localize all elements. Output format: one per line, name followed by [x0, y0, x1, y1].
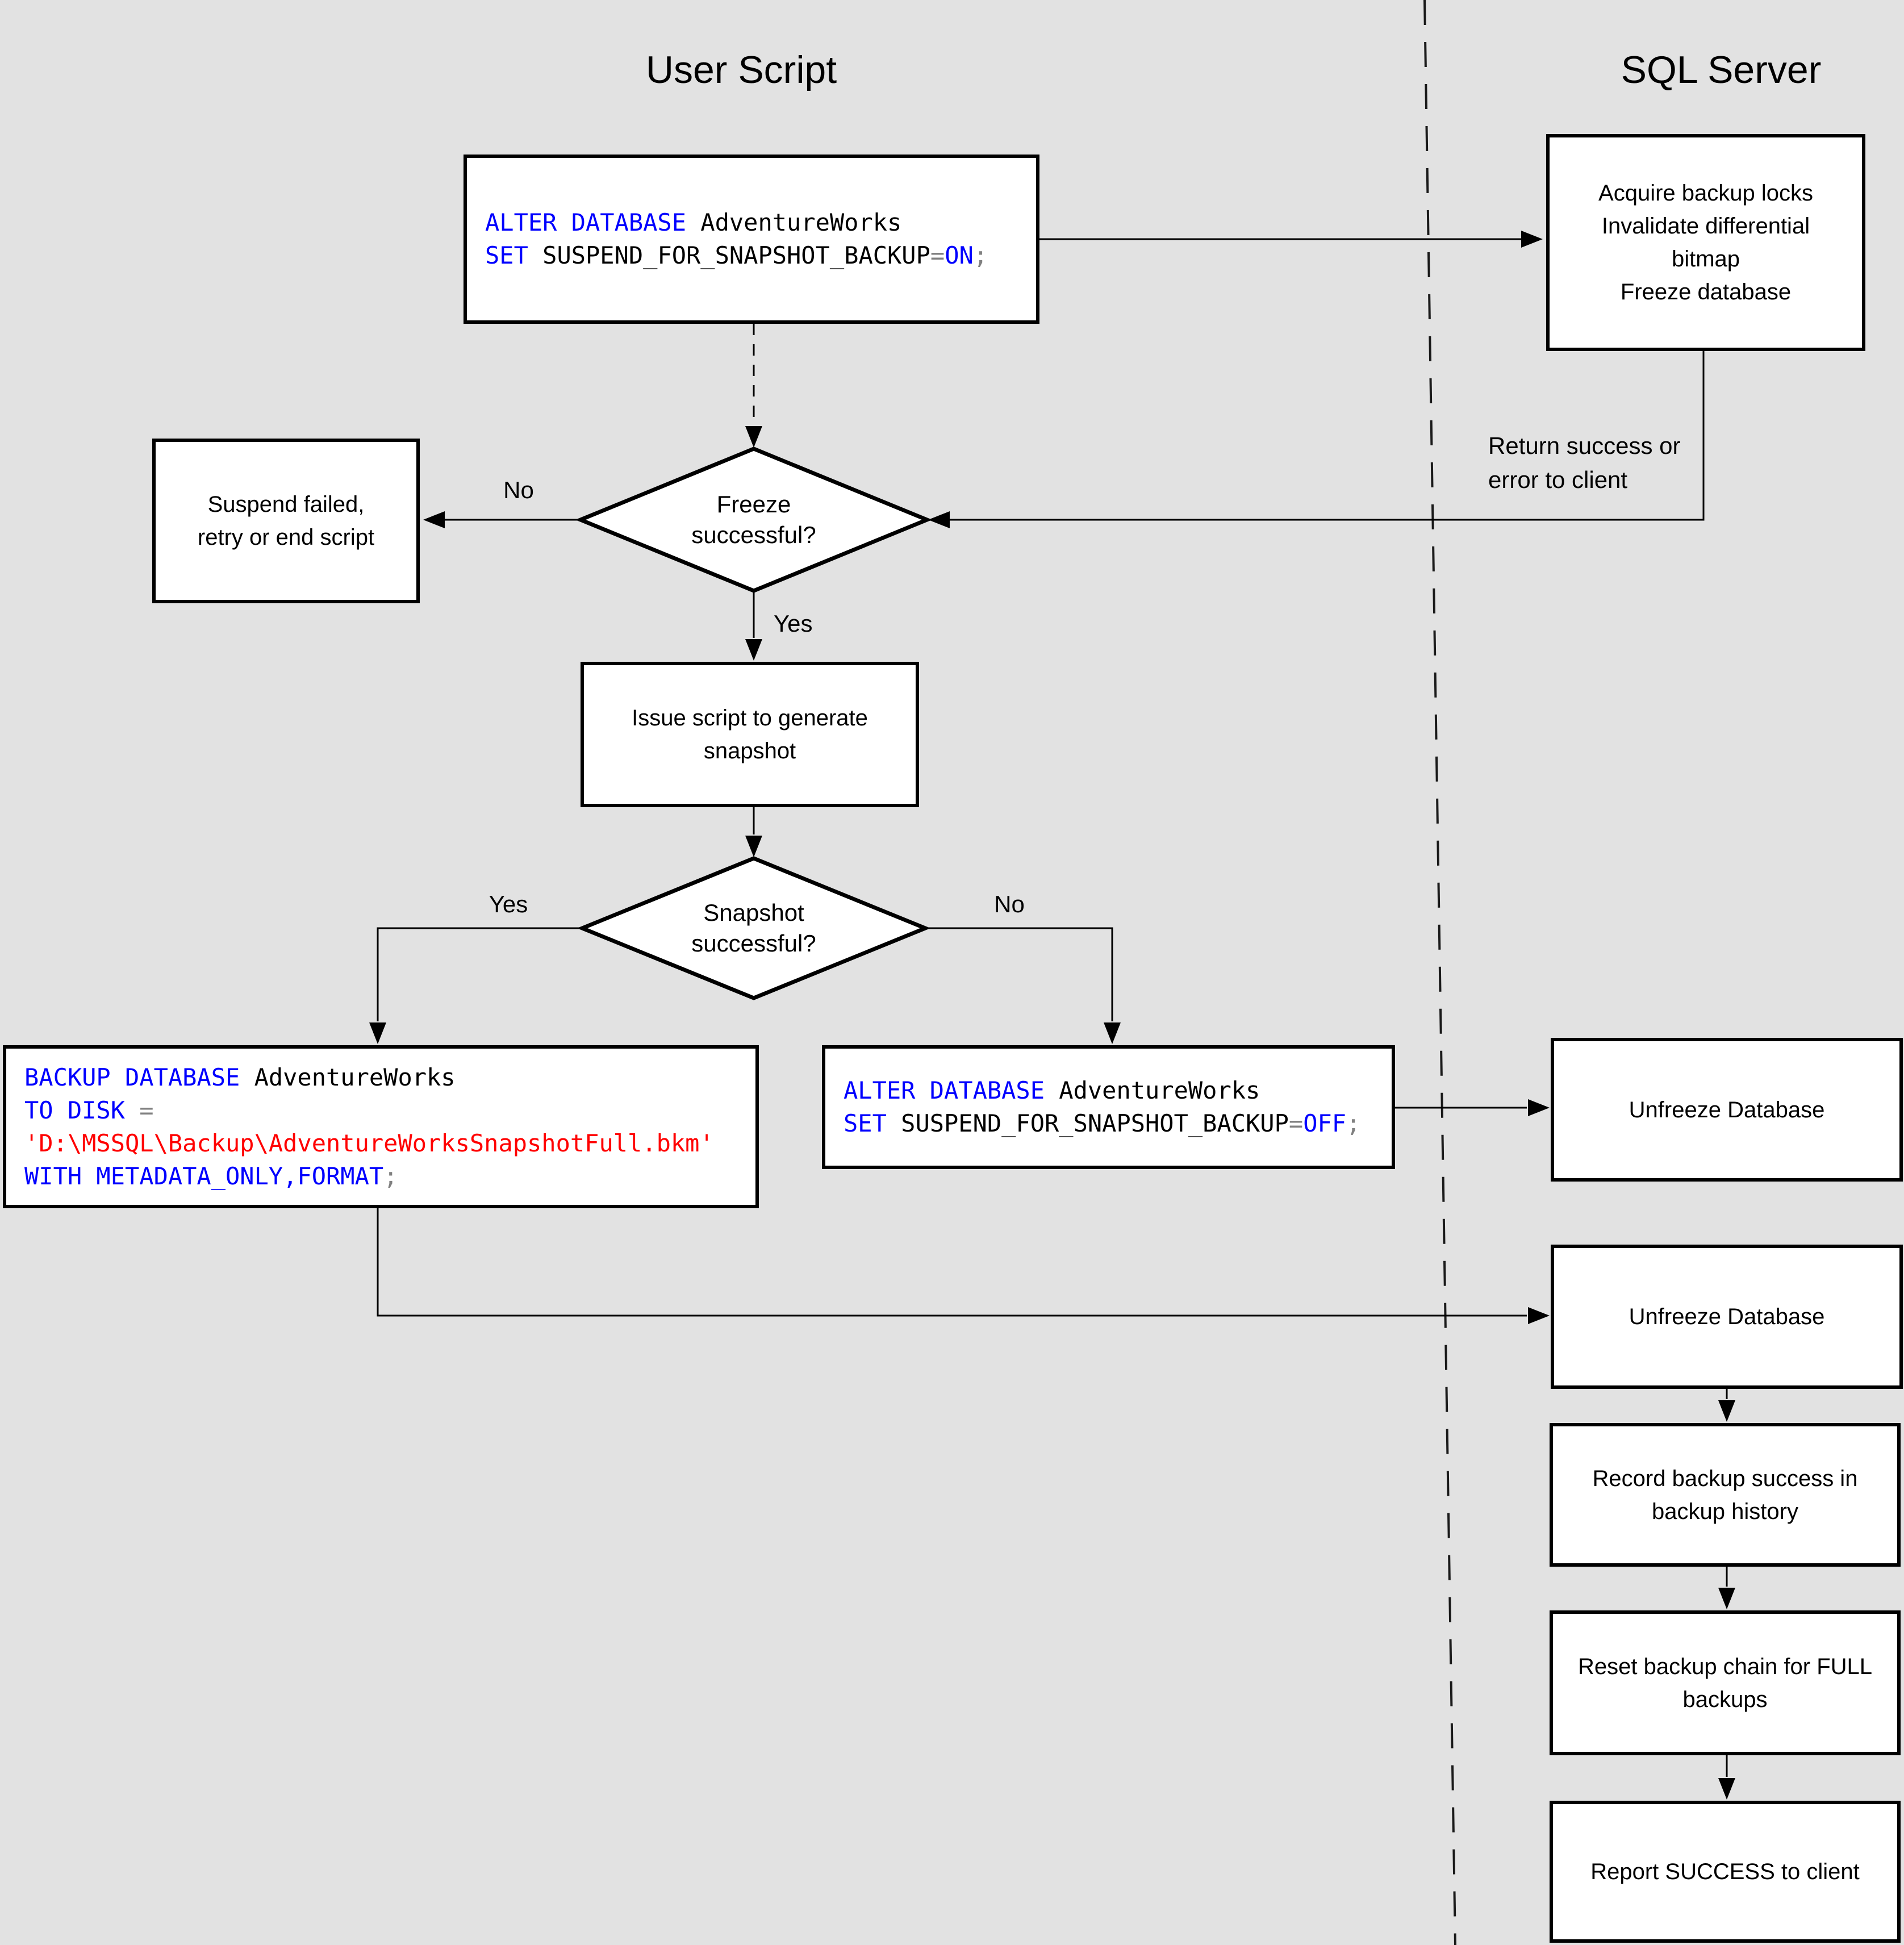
- arrow-issue-script-to-snapshot-q: [745, 807, 762, 857]
- node-unfreeze-database-2: Unfreeze Database: [1551, 1245, 1903, 1389]
- arrow-freeze-q-yes-to-issue-script: [745, 591, 762, 661]
- arrow-alter-off-to-unfreeze-1: [1395, 1099, 1550, 1116]
- arrow-snapshot-q-yes-to-backup-cmd: [369, 927, 582, 1044]
- node-issue-script-text: Issue script to generate snapshot: [632, 706, 868, 763]
- node-unfreeze-database-2-text: Unfreeze Database: [1629, 1304, 1825, 1329]
- node-suspend-failed-text: Suspend failed, retry or end script: [197, 492, 375, 550]
- node-report-success-text: Report SUCCESS to client: [1590, 1859, 1860, 1884]
- node-unfreeze-database-1-text: Unfreeze Database: [1629, 1097, 1825, 1122]
- decision-freeze-successful-shape: [575, 446, 933, 593]
- decision-snapshot-successful-text: Snapshot successful?: [691, 899, 816, 957]
- node-reset-backup-chain: Reset backup chain for FULL backups: [1550, 1610, 1901, 1755]
- edge-label-snapshot-yes: Yes: [488, 891, 528, 917]
- arrow-snapshot-q-no-to-alter-off: [925, 927, 1121, 1044]
- arrow-alter-on-to-freeze-q: [745, 324, 762, 448]
- node-record-backup-history-text: Record backup success in backup history: [1592, 1466, 1858, 1524]
- arrow-reset-to-report: [1718, 1755, 1735, 1800]
- decision-freeze-successful-text: Freeze successful?: [691, 491, 816, 548]
- node-record-backup-history: Record backup success in backup history: [1550, 1423, 1901, 1567]
- node-acquire-freeze-text: Acquire backup locks Invalidate differen…: [1598, 181, 1813, 304]
- node-unfreeze-database-1: Unfreeze Database: [1551, 1038, 1903, 1182]
- node-acquire-freeze: Acquire backup locks Invalidate differen…: [1546, 134, 1865, 351]
- node-reset-backup-chain-text: Reset backup chain for FULL backups: [1577, 1654, 1873, 1712]
- column-title-user-script: User Script: [645, 48, 837, 91]
- arrow-acquire-to-freeze-q: [928, 351, 1705, 528]
- client-server-separator: [1423, 0, 1456, 1945]
- node-issue-script: Issue script to generate snapshot: [581, 662, 919, 807]
- edge-label-freeze-no: No: [503, 477, 534, 503]
- arrow-unfreeze-2-to-record: [1718, 1389, 1735, 1422]
- arrow-alter-on-to-acquire: [1039, 231, 1543, 248]
- node-report-success: Report SUCCESS to client: [1550, 1801, 1901, 1943]
- edge-label-snapshot-no: No: [994, 891, 1025, 917]
- node-suspend-failed: Suspend failed, retry or end script: [152, 439, 420, 603]
- edge-label-freeze-yes: Yes: [774, 610, 813, 637]
- arrow-backup-cmd-to-unfreeze-2: [377, 1208, 1550, 1324]
- column-title-sql-server: SQL Server: [1621, 48, 1822, 91]
- arrow-record-to-reset: [1718, 1567, 1735, 1609]
- edge-label-return-note: Return success or error to client: [1488, 432, 1681, 493]
- arrow-freeze-q-no-to-suspend-failed: [423, 511, 581, 528]
- decision-snapshot-successful-shape: [577, 856, 931, 1000]
